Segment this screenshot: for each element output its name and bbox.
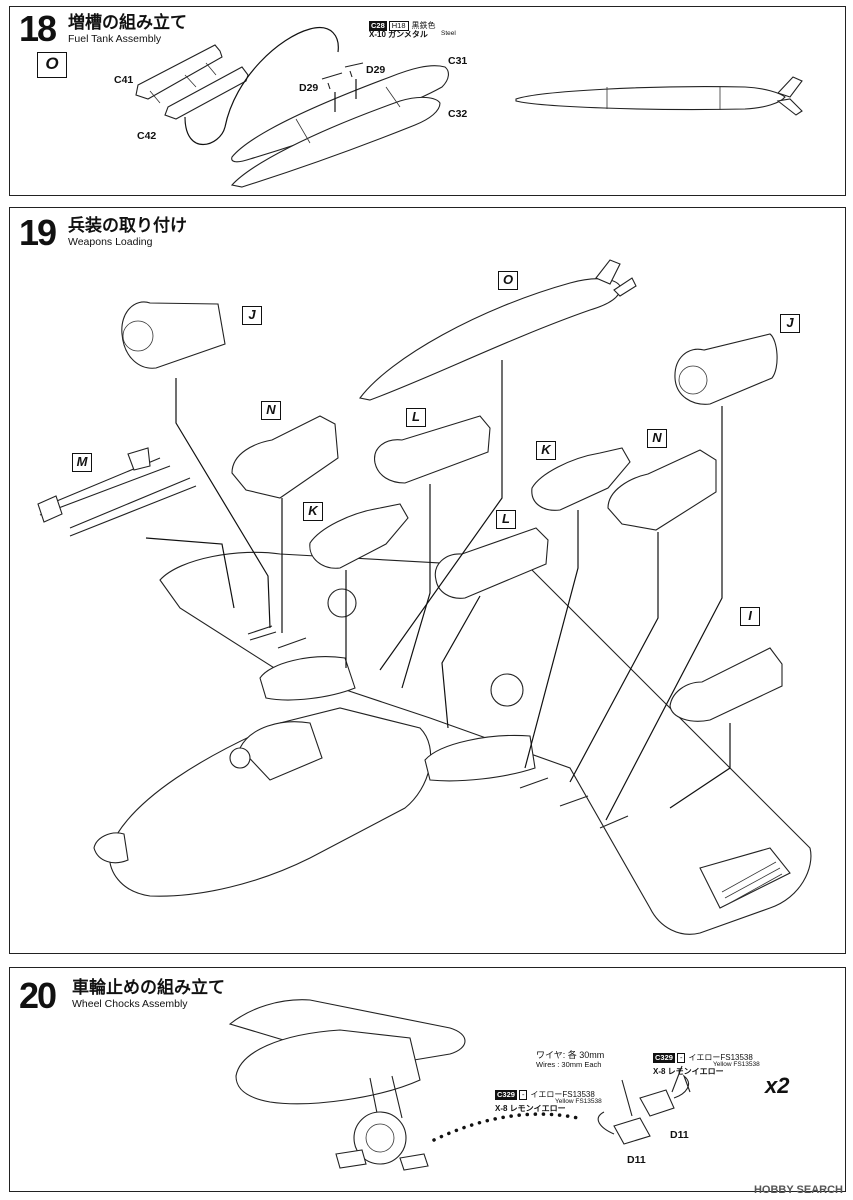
wire-note: ワイヤ: 各 30mm Wires : 30mm Each	[536, 1050, 605, 1069]
part-box-i: I	[740, 607, 760, 626]
label-c32: C32	[448, 108, 468, 120]
step-title-en: Fuel Tank Assembly	[68, 33, 162, 45]
step-title-jp: 増槽の組み立て	[68, 13, 187, 33]
part-box-j-left: J	[242, 306, 262, 325]
part-box-m: M	[72, 453, 92, 472]
step-number: 19	[19, 212, 57, 253]
fuel-tank-drawing	[135, 27, 803, 188]
label-d11-left: D11	[627, 1154, 646, 1166]
label-d29-right: D29	[366, 64, 386, 76]
label-d11-right: D11	[670, 1129, 689, 1141]
tank-c32	[230, 96, 441, 188]
store-fuel-tank-o	[359, 278, 621, 401]
label-c42: C42	[137, 130, 157, 142]
color-name-en: Steel	[441, 30, 456, 37]
pylon-c41	[135, 44, 223, 100]
part-box-j-right: J	[780, 314, 800, 333]
step-19-panel: 19 兵装の取り付け Weapons Loading	[9, 207, 846, 954]
aircraft-wing	[159, 551, 812, 935]
label-c31: C31	[448, 55, 468, 67]
color-name-jp: イエローFS13538	[530, 1090, 595, 1099]
color-note-left: C329-イエローFS13538 Yellow FS13538 X-8 レモンイ…	[495, 1090, 602, 1114]
color-note-right: C329-イエローFS13538 Yellow FS13538 X-8 レモンイ…	[653, 1053, 760, 1077]
store-bomb-k-left	[309, 503, 409, 569]
chock-left	[613, 1117, 651, 1145]
step-number: 18	[19, 8, 57, 49]
pylon-c42	[164, 66, 249, 120]
part-box-o: O	[37, 52, 67, 78]
weapons-loading-drawing	[37, 259, 812, 935]
chock-right	[639, 1089, 675, 1117]
aircraft-fuselage	[108, 707, 432, 897]
canopy	[239, 721, 323, 781]
tank-c31	[231, 65, 449, 163]
color-name-jp: イエローFS13538	[688, 1053, 753, 1062]
color-code: -	[676, 1053, 686, 1064]
part-box-n-left: N	[261, 401, 281, 420]
step-title-jp: 兵装の取り付け	[68, 216, 187, 236]
store-pod-l-upper	[374, 415, 491, 484]
wire-note-en: Wires : 30mm Each	[536, 1059, 602, 1069]
part-box-l-lower: L	[496, 510, 516, 529]
nacelle-left	[259, 656, 356, 701]
color-line2: X-10 ガンメタル	[369, 30, 428, 40]
step-20-panel: 20 車輪止めの組み立て Wheel Chocks Assembly ワイヤ: …	[9, 967, 846, 1192]
store-rocket-pod-j-left	[121, 301, 226, 369]
color-name-en: Yellow FS13538	[713, 1061, 760, 1069]
nacelle-right	[424, 734, 536, 782]
step-title-jp: 車輪止めの組み立て	[72, 978, 225, 998]
store-pod-l-lower	[434, 527, 549, 599]
step-title-en: Wheel Chocks Assembly	[72, 998, 188, 1010]
watermark: HOBBY SEARCH	[753, 1184, 843, 1196]
step-title-en: Weapons Loading	[68, 236, 153, 248]
part-box-o: O	[498, 271, 518, 290]
color-line2: X-8 レモンイエロー	[495, 1104, 566, 1114]
color-chip: C28	[369, 21, 387, 32]
color-name-jp: 黒鉄色	[411, 21, 436, 30]
store-rocket-pod-j-right	[674, 333, 778, 405]
quantity-multiplier: x2	[765, 1073, 790, 1098]
step-18-panel: 18 増槽の組み立て Fuel Tank Assembly O C41 C42 …	[9, 6, 846, 196]
color-line2: X-8 レモンイエロー	[653, 1067, 724, 1077]
part-box-l-upper: L	[406, 408, 426, 427]
tank-side-view	[515, 86, 786, 111]
color-chip: C329	[495, 1090, 517, 1101]
nacelle-partial	[235, 1029, 421, 1105]
wire-note-jp: ワイヤ: 各 30mm	[536, 1050, 605, 1060]
main-wheel	[353, 1111, 407, 1165]
store-bomb-n-left	[231, 415, 339, 499]
step-number: 20	[19, 975, 57, 1016]
color-code: H18	[388, 21, 409, 32]
store-bomb-n-right	[607, 449, 717, 531]
part-box-k-left: K	[303, 502, 323, 521]
wheel-chocks-drawing	[228, 999, 691, 1171]
label-d29-left: D29	[299, 82, 319, 94]
store-pod-i	[669, 647, 783, 722]
part-box-k-right: K	[536, 441, 556, 460]
part-box-n-right: N	[647, 429, 667, 448]
color-name-en: Yellow FS13538	[555, 1098, 602, 1106]
color-chip: C329	[653, 1053, 675, 1064]
store-bomb-k-right	[531, 447, 631, 511]
color-code: -	[518, 1090, 528, 1101]
label-c41: C41	[114, 74, 134, 86]
